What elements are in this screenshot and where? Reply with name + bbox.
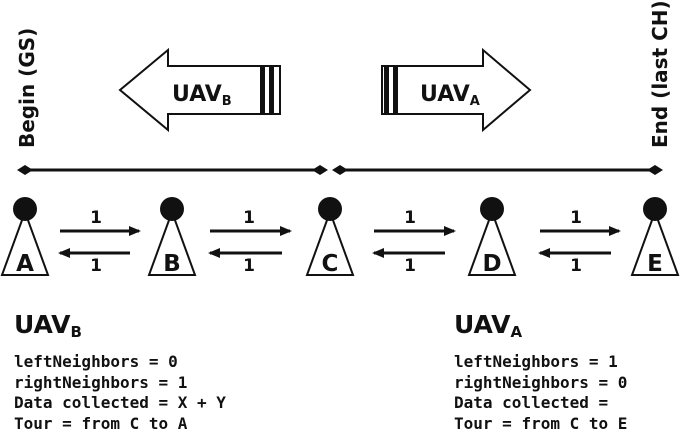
right-neighbors-line: rightNeighbors = 1 [14,373,226,394]
right-neighbors-line: rightNeighbors = 0 [454,373,627,394]
node-d: D [469,197,515,277]
data-collected-line: Data collected = X + Y [14,393,226,414]
link-a-b: 1 1 [60,208,139,276]
uav-a-direction-arrow: UAVA [382,50,530,130]
left-neighbors-line: leftNeighbors = 0 [14,352,226,373]
link-c-d: 1 1 [374,208,454,276]
node-a: A [2,197,48,277]
uav-a-range-line [332,165,663,175]
node-label: C [322,251,339,277]
tour-line: Tour = from C to A [14,414,226,434]
uav-a-state-panel: UAVA leftNeighbors = 1 rightNeighbors = … [454,312,627,434]
link-backward-label: 1 [570,256,582,276]
link-b-c: 1 1 [210,208,290,276]
node-label: B [163,251,181,277]
data-collected-line: Data collected = [454,393,627,414]
uav-a-panel-title: UAVA [454,312,627,340]
uav-b-range-line [17,165,328,175]
link-forward-label: 1 [570,208,582,228]
uav-b-direction-arrow: UAVB [120,50,280,130]
link-backward-label: 1 [90,256,102,276]
begin-label: Begin (GS) [15,28,39,148]
tour-line: Tour = from C to E [454,414,627,434]
link-d-e: 1 1 [540,208,619,276]
node-label: E [647,251,663,277]
node-e: E [632,197,678,277]
node-label: A [16,251,34,277]
left-neighbors-line: leftNeighbors = 1 [454,352,627,373]
end-label: End (last CH) [648,0,672,148]
link-forward-label: 1 [243,208,255,228]
node-b: B [149,197,195,277]
node-label: D [482,251,501,277]
link-forward-label: 1 [404,208,416,228]
uav-b-panel-title: UAVB [14,312,226,340]
link-forward-label: 1 [90,208,102,228]
link-backward-label: 1 [404,256,416,276]
link-backward-label: 1 [243,256,255,276]
node-c: C [307,197,353,277]
uav-b-state-panel: UAVB leftNeighbors = 0 rightNeighbors = … [14,312,226,434]
